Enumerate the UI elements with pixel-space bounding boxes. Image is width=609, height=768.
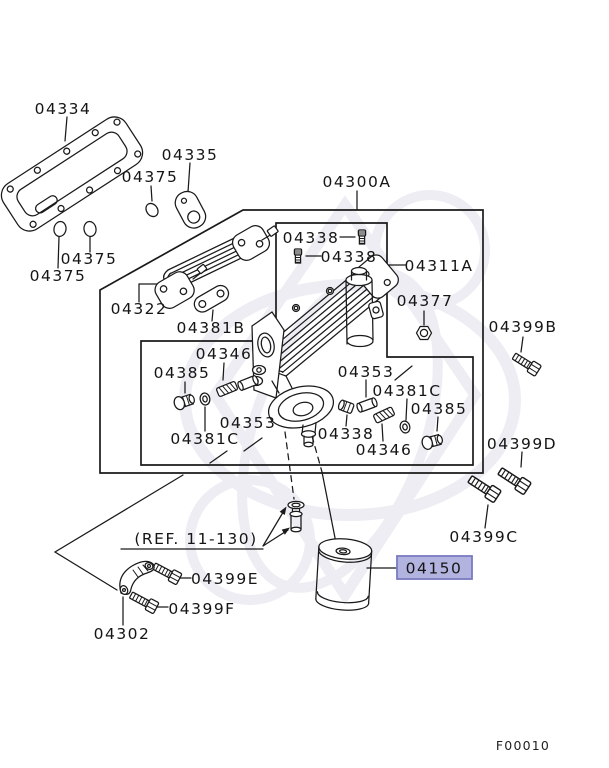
- part-label-04338-3[interactable]: 04338: [318, 425, 375, 443]
- part-label-04346-2[interactable]: 04346: [356, 441, 413, 459]
- ref-note: (REF. 11-130): [134, 530, 257, 548]
- part-label-04300A[interactable]: 04300A: [323, 173, 392, 191]
- part-label-04150-highlighted[interactable]: 04150: [406, 560, 463, 578]
- o-ring-04375-2: [83, 220, 97, 238]
- part-label-04338-1[interactable]: 04338: [283, 229, 340, 247]
- part-label-04353-2[interactable]: 04353: [338, 363, 395, 381]
- part-label-04375-1[interactable]: 04375: [122, 168, 179, 186]
- o-ring-04375-1: [145, 202, 159, 218]
- highlight-box-04150[interactable]: [396, 555, 473, 580]
- part-label-04385-1[interactable]: 04385: [154, 364, 211, 382]
- part-label-04399E[interactable]: 04399E: [191, 570, 259, 588]
- part-label-04385-2[interactable]: 04385: [411, 400, 468, 418]
- leader-lines: [53, 116, 524, 626]
- oil-pipe-04302-drawing: [119, 560, 155, 595]
- oil-cooler-04322-drawing: [154, 225, 279, 309]
- part-label-04381C-1[interactable]: 04381C: [170, 430, 239, 448]
- part-label-04399D[interactable]: 04399D: [487, 435, 557, 453]
- part-label-04353-1[interactable]: 04353: [220, 414, 277, 432]
- part-label-04346-1[interactable]: 04346: [196, 345, 253, 363]
- part-label-04381B[interactable]: 04381B: [177, 319, 246, 337]
- o-ring-04375-3: [53, 220, 67, 238]
- washer-04381C-right: [398, 419, 412, 435]
- cap-04338-right: [336, 398, 355, 415]
- figure-code: F00010: [496, 738, 550, 753]
- bolt-04399F: [127, 588, 160, 615]
- gasket-04334-drawing: [0, 116, 144, 232]
- bolt-04399D: [495, 464, 533, 496]
- part-label-04338-2[interactable]: 04338: [321, 248, 378, 266]
- outer-group-box: [99, 209, 484, 474]
- oil-filter-04150-drawing: [315, 538, 373, 611]
- bolt-04399C: [465, 472, 503, 504]
- part-label-04322[interactable]: 04322: [111, 300, 168, 318]
- part-label-04334[interactable]: 04334: [35, 100, 92, 118]
- part-label-04399C[interactable]: 04399C: [449, 528, 518, 546]
- part-label-04377[interactable]: 04377: [397, 292, 454, 310]
- bolt-04338-top2: [293, 248, 303, 264]
- part-label-04399B[interactable]: 04399B: [489, 318, 558, 336]
- part-label-04375-3[interactable]: 04375: [30, 267, 87, 285]
- bolt-04338-top1: [357, 229, 367, 245]
- part-label-04399F[interactable]: 04399F: [168, 600, 235, 618]
- spring-04346-right: [372, 406, 396, 424]
- part-label-04335[interactable]: 04335: [162, 146, 219, 164]
- part-label-04302[interactable]: 04302: [94, 625, 151, 643]
- flange-04335-drawing: [174, 190, 207, 229]
- union-fitting-drawing: [287, 500, 305, 533]
- nut-04377-drawing: [415, 325, 433, 341]
- bolt-04399E: [150, 559, 183, 586]
- part-label-04375-2[interactable]: 04375: [61, 250, 118, 268]
- oil-cooler-assembly-drawing: [248, 254, 399, 448]
- part-label-04311A[interactable]: 04311A: [405, 257, 474, 275]
- gasket-04381B-drawing: [193, 284, 230, 313]
- part-label-04381C-2[interactable]: 04381C: [372, 382, 441, 400]
